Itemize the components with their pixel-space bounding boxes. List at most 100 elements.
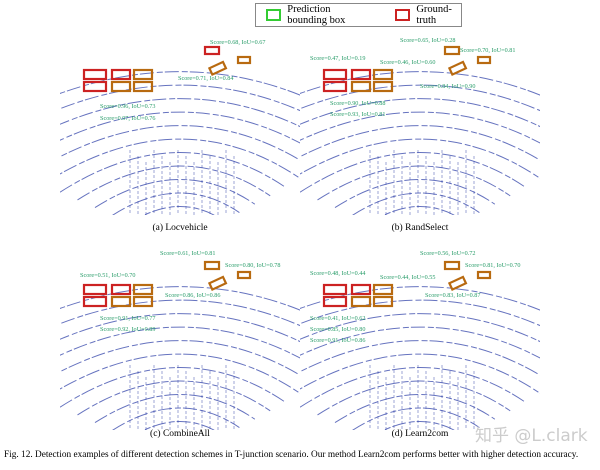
lidar-scan-arc: [352, 192, 480, 216]
detection-score-label: Score=0.86, IoU=0.86: [165, 292, 220, 299]
bounding-box: [207, 60, 228, 77]
detection-score-label: Score=0.93, IoU=0.81: [330, 111, 385, 118]
lidar-scan-arc: [299, 367, 526, 408]
bounding-box: [476, 270, 492, 280]
detection-score-label: Score=0.51, IoU=0.70: [80, 272, 135, 279]
lidar-scan-arc: [59, 152, 286, 193]
bounding-box: [372, 80, 394, 93]
bounding-box: [322, 283, 348, 296]
lidar-scan-arc: [24, 125, 317, 178]
bounding-box: [236, 270, 252, 280]
lidar-scan-arc: [317, 380, 511, 416]
legend-prediction: Prediction bounding box: [287, 4, 346, 26]
lidar-scan-arc: [42, 138, 302, 185]
lidar-scan-arc: [0, 299, 363, 361]
bounding-box: [322, 68, 348, 81]
watermark: 知乎 @L.clark: [475, 426, 588, 446]
bounding-box: [132, 295, 154, 308]
detection-score-label: Score=0.91, IoU=0.86: [310, 337, 365, 344]
lidar-scan-arc: [229, 98, 588, 162]
subcaption-b: (b) RandSelect: [391, 223, 449, 233]
lidar-scan-arc: [77, 380, 271, 416]
lidar-scan-arc: [334, 179, 496, 209]
lidar-scan-arc: [282, 138, 542, 185]
detection-score-label: Score=0.91, IoU=0.77: [100, 315, 155, 322]
detection-score-label: Score=0.46, IoU=0.60: [380, 59, 435, 66]
lidar-scan-arc: [212, 299, 600, 370]
prediction-swatch: [266, 9, 282, 21]
lidar-scan-arc: [59, 367, 286, 408]
lidar-scan-arc: [0, 98, 348, 156]
bounding-box: [322, 80, 348, 93]
detection-score-label: Score=0.65, IoU=0.28: [400, 37, 455, 44]
bounding-box: [207, 275, 228, 292]
detection-score-label: Score=0.81, IoU=0.70: [465, 262, 520, 269]
lidar-scan-arc: [0, 84, 363, 146]
lidar-scan-arc: [112, 407, 240, 431]
bounding-box: [447, 275, 468, 292]
lidar-scan-arc: [299, 152, 526, 193]
lidar-scan-arc: [264, 340, 557, 393]
subcaption-c: (c) CombineAll: [150, 429, 210, 439]
subcaption-a: (a) Locvehicle: [152, 223, 208, 233]
lidar-scan-arc: [0, 313, 348, 371]
bounding-box: [132, 80, 154, 93]
detection-score-label: Score=0.68, IoU=0.67: [210, 39, 265, 46]
bounding-box: [82, 80, 108, 93]
lidar-scan-arc: [264, 125, 557, 178]
figure-caption: Fig. 12. Detection examples of different…: [4, 450, 579, 460]
lidar-scan-arc: [334, 394, 496, 424]
detection-score-label: Score=0.83, IoU=0.87: [425, 292, 480, 299]
bounding-box: [132, 283, 154, 296]
lidar-scan-arc: [94, 179, 256, 209]
lidar-scan-arc: [112, 192, 240, 216]
bounding-box: [82, 283, 108, 296]
bounding-box: [82, 68, 108, 81]
detection-score-label: Score=0.56, IoU=0.72: [420, 250, 475, 257]
bounding-box: [372, 68, 394, 81]
lidar-scan-arc: [77, 165, 271, 201]
bounding-box: [110, 80, 132, 93]
bounding-box: [350, 283, 372, 296]
bounding-box: [350, 80, 372, 93]
bounding-box: [236, 55, 252, 65]
detection-score-label: Score=0.70, IoU=0.81: [460, 47, 515, 54]
bounding-box: [443, 260, 461, 271]
bounding-box: [132, 68, 154, 81]
detection-score-label: Score=0.84, IoU=0.90: [420, 83, 475, 90]
lidar-scan-arc: [282, 353, 542, 400]
detection-score-label: Score=0.44, IoU=0.55: [380, 274, 435, 281]
bounding-box: [110, 283, 132, 296]
detection-score-label: Score=0.85, IoU=0.80: [310, 326, 365, 333]
lidar-scan-arc: [24, 340, 317, 393]
lidar-scan-arc: [352, 407, 480, 431]
bounding-box: [110, 68, 132, 81]
bounding-box: [322, 295, 348, 308]
detection-score-label: Score=0.97, IoU=0.76: [100, 115, 155, 122]
bounding-box: [203, 260, 221, 271]
lidar-scan-arc: [229, 313, 588, 377]
bounding-box: [476, 55, 492, 65]
detection-score-label: Score=0.96, IoU=0.73: [100, 103, 155, 110]
detection-score-label: Score=0.90, IoU=0.88: [330, 100, 385, 107]
detection-score-label: Score=0.80, IoU=0.78: [225, 262, 280, 269]
bounding-box: [350, 295, 372, 308]
detection-score-label: Score=0.47, IoU=0.19: [310, 55, 365, 62]
legend-ground-truth: Ground-truth: [416, 4, 452, 26]
bounding-box: [350, 68, 372, 81]
detection-score-label: Score=0.61, IoU=0.81: [160, 250, 215, 257]
detection-score-label: Score=0.71, IoU=0.84: [178, 75, 233, 82]
bounding-box: [443, 45, 461, 56]
bounding-box: [203, 45, 221, 56]
bounding-box: [82, 295, 108, 308]
detection-score-label: Score=0.48, IoU=0.44: [310, 270, 365, 277]
bounding-box: [110, 295, 132, 308]
detection-score-label: Score=0.41, IoU=0.62: [310, 315, 365, 322]
